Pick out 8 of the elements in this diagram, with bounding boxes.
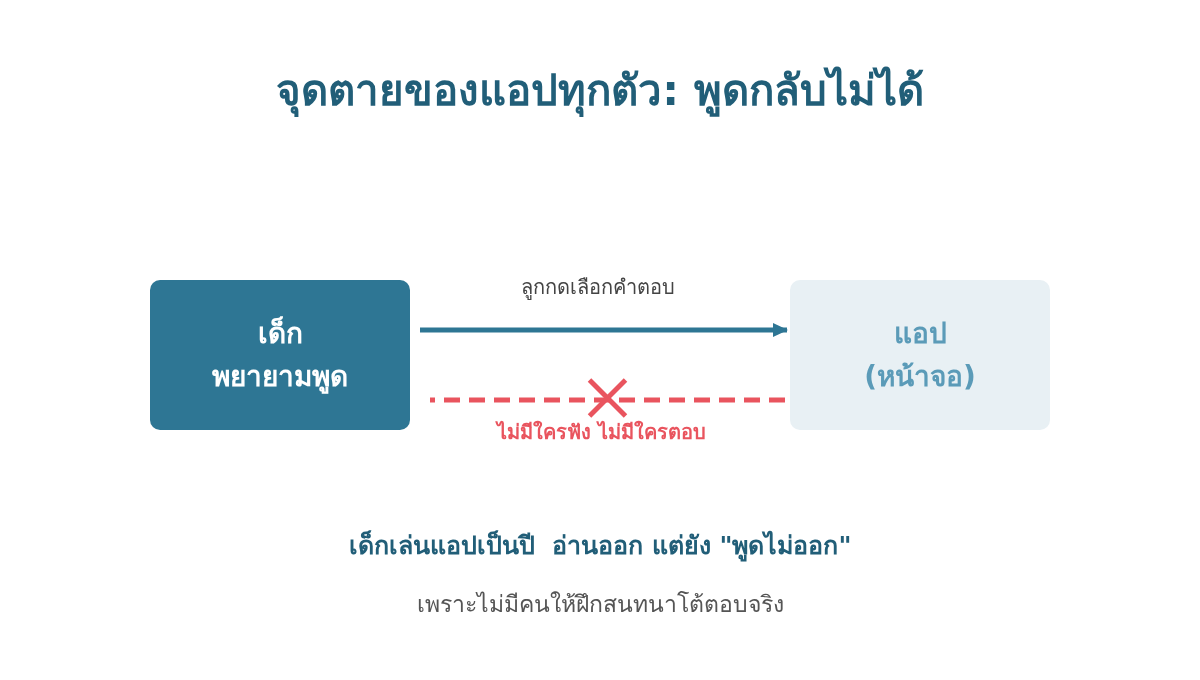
dashed-line [430,397,785,403]
note-text: เพราะไม่มีคนให้ฝึกสนทนาโต้ตอบจริง [416,590,784,619]
node-text: เด็ก พยายามพูด [212,315,348,396]
process-box [150,280,410,430]
caption: เด็กเล่นแอปเป็นปี อ่านออก แต่ยัง "พูดไม่ออก" [348,529,852,563]
node-text: แอป (หน้าจอ) [864,315,976,395]
title: จุดตายของแอปทุกตัว: พูดกลับไม่ได้ [275,65,925,119]
arrow [420,323,788,337]
